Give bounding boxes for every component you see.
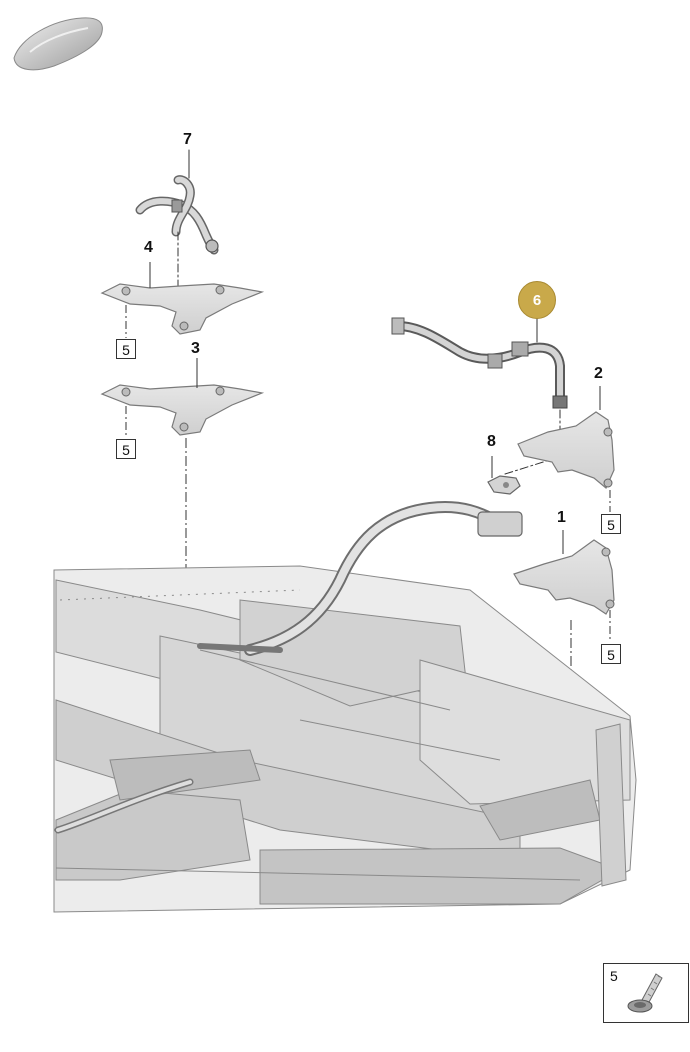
legend-box: 5 <box>603 963 689 1023</box>
part-6-hose <box>391 317 568 475</box>
box-label-5: 5 <box>601 514 621 534</box>
cable-harness <box>54 501 523 834</box>
vehicle-thumbnail-icon <box>13 17 103 71</box>
callout-7: 7 <box>183 131 192 148</box>
battery-assembly <box>53 565 637 913</box>
part-8-clip <box>487 456 521 495</box>
box-label-5: 5 <box>601 644 621 664</box>
callout-1: 1 <box>557 509 566 526</box>
part-4-bracket <box>100 262 265 338</box>
screw-icon <box>627 973 663 1013</box>
callout-4: 4 <box>144 239 153 256</box>
legend-number: 5 <box>610 968 618 984</box>
part-7-hose <box>135 149 219 291</box>
callout-6-badge[interactable]: 6 <box>518 281 556 319</box>
box-label-5: 5 <box>116 339 136 359</box>
box-label-5: 5 <box>116 439 136 459</box>
callout-3: 3 <box>191 340 200 357</box>
callout-8: 8 <box>487 433 496 450</box>
callout-2: 2 <box>594 365 603 382</box>
part-3-bracket <box>100 358 265 604</box>
part-2-bracket <box>517 386 615 512</box>
